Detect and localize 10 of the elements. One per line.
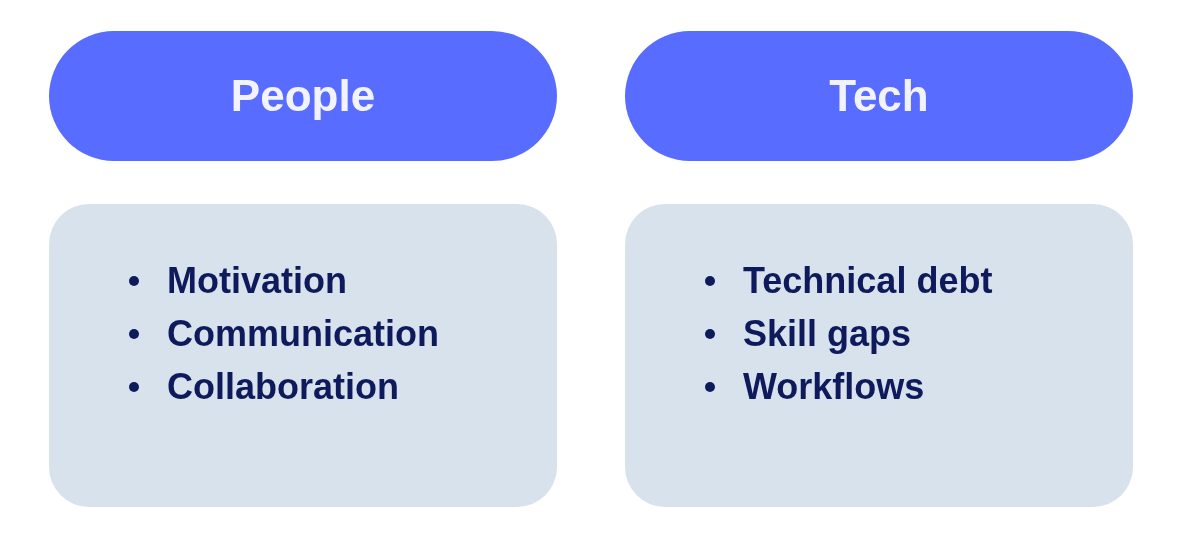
header-text: Tech [829, 70, 929, 122]
list-item: Communication [167, 311, 439, 356]
list-item: Motivation [167, 258, 347, 303]
list-card [625, 204, 1133, 507]
list-item: Skill gaps [743, 311, 912, 356]
list-item: Technical debt [743, 258, 993, 303]
list-card [49, 204, 557, 507]
header-text: People [230, 70, 376, 122]
list-item: Collaboration [167, 364, 399, 409]
list-item: Workflows [743, 364, 925, 409]
